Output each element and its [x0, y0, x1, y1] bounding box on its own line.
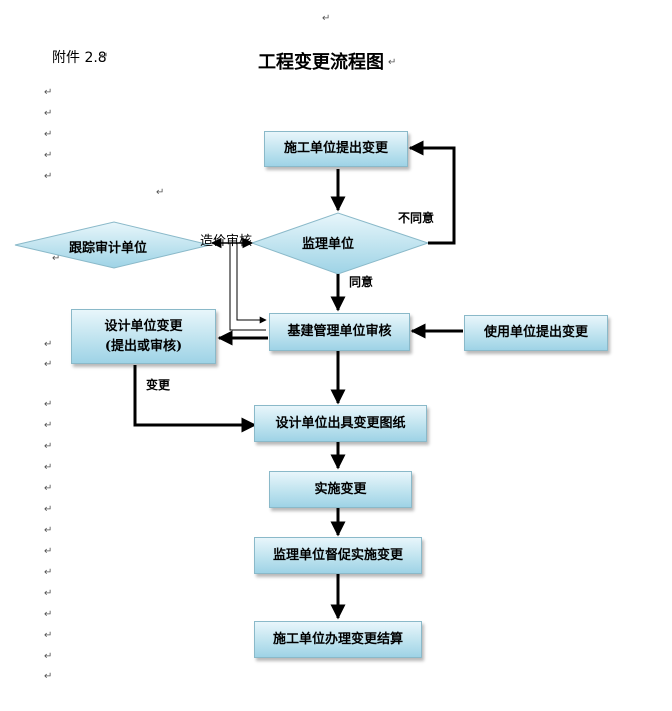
cost-audit-label: 造价审核 [200, 234, 253, 249]
implement-change-label: 实施变更 [314, 481, 367, 497]
construction-mgmt-review-label: 基建管理单位审核 [287, 324, 392, 339]
paragraph-mark: ↵ [44, 567, 53, 578]
paragraph-mark: ↵ [44, 108, 53, 119]
paragraph-mark: ↵ [44, 171, 53, 182]
contractor-proposes-change-box: 施工单位提出变更 [264, 131, 408, 167]
paragraph-mark: ↵ [100, 51, 109, 62]
arrow-change [133, 365, 257, 433]
paragraph-mark: ↵ [44, 399, 53, 410]
paragraph-mark: ↵ [44, 609, 53, 620]
paragraph-mark: ↵ [44, 525, 53, 536]
disagree-label: 不同意 [398, 211, 435, 225]
arrow-disagree-loop [408, 140, 456, 245]
design-change-label: 设计单位变更 [104, 318, 183, 334]
design-change-sublabel: (提出或审核) [104, 338, 183, 354]
paragraph-mark: ↵ [44, 129, 53, 140]
design-drawings-box: 设计单位出具变更图纸 [254, 405, 427, 442]
contractor-proposes-change-label: 施工单位提出变更 [283, 141, 388, 156]
paragraph-mark: ↵ [388, 57, 397, 68]
tracking-audit-label: 跟踪审计单位 [69, 241, 148, 256]
change-label: 变更 [146, 378, 171, 392]
supervise-implementation-label: 监理单位督促实施变更 [272, 547, 403, 563]
paragraph-mark: ↵ [44, 441, 53, 452]
user-proposes-change-box: 使用单位提出变更 [464, 315, 608, 351]
connector-cost-audit [229, 243, 266, 331]
paragraph-mark: ↵ [44, 339, 53, 350]
supervisor-label: 监理单位 [302, 237, 355, 252]
paragraph-mark: ↵ [44, 87, 53, 98]
tracking-audit-diamond [14, 221, 211, 269]
paragraph-mark: ↵ [44, 483, 53, 494]
connector-cost-audit-return [236, 243, 267, 324]
contractor-settlement-box: 施工单位办理变更结算 [254, 621, 422, 658]
paragraph-mark: ↵ [322, 13, 331, 24]
paragraph-mark: ↵ [44, 420, 53, 431]
paragraph-mark: ↵ [44, 462, 53, 473]
agree-label: 同意 [349, 275, 374, 289]
flowchart-title: 工程变更流程图 [258, 52, 384, 73]
construction-mgmt-review-box: 基建管理单位审核 [269, 313, 410, 351]
paragraph-mark: ↵ [44, 150, 53, 161]
paragraph-mark: ↵ [156, 187, 165, 198]
paragraph-mark: ↵ [44, 504, 53, 515]
paragraph-mark: ↵ [52, 253, 61, 264]
paragraph-mark: ↵ [44, 546, 53, 557]
paragraph-mark: ↵ [44, 630, 53, 641]
design-drawings-label: 设计单位出具变更图纸 [275, 415, 406, 431]
paragraph-mark: ↵ [44, 671, 53, 682]
supervise-implementation-box: 监理单位督促实施变更 [254, 537, 422, 574]
user-proposes-change-label: 使用单位提出变更 [483, 325, 588, 340]
paragraph-mark: ↵ [44, 359, 53, 370]
contractor-settlement-label: 施工单位办理变更结算 [272, 631, 403, 647]
implement-change-box: 实施变更 [269, 471, 412, 508]
attachment-label: 附件 2.8 [52, 50, 107, 66]
paragraph-mark: ↵ [44, 588, 53, 599]
design-change-box: 设计单位变更 (提出或审核) [71, 309, 216, 364]
paragraph-mark: ↵ [44, 651, 53, 662]
